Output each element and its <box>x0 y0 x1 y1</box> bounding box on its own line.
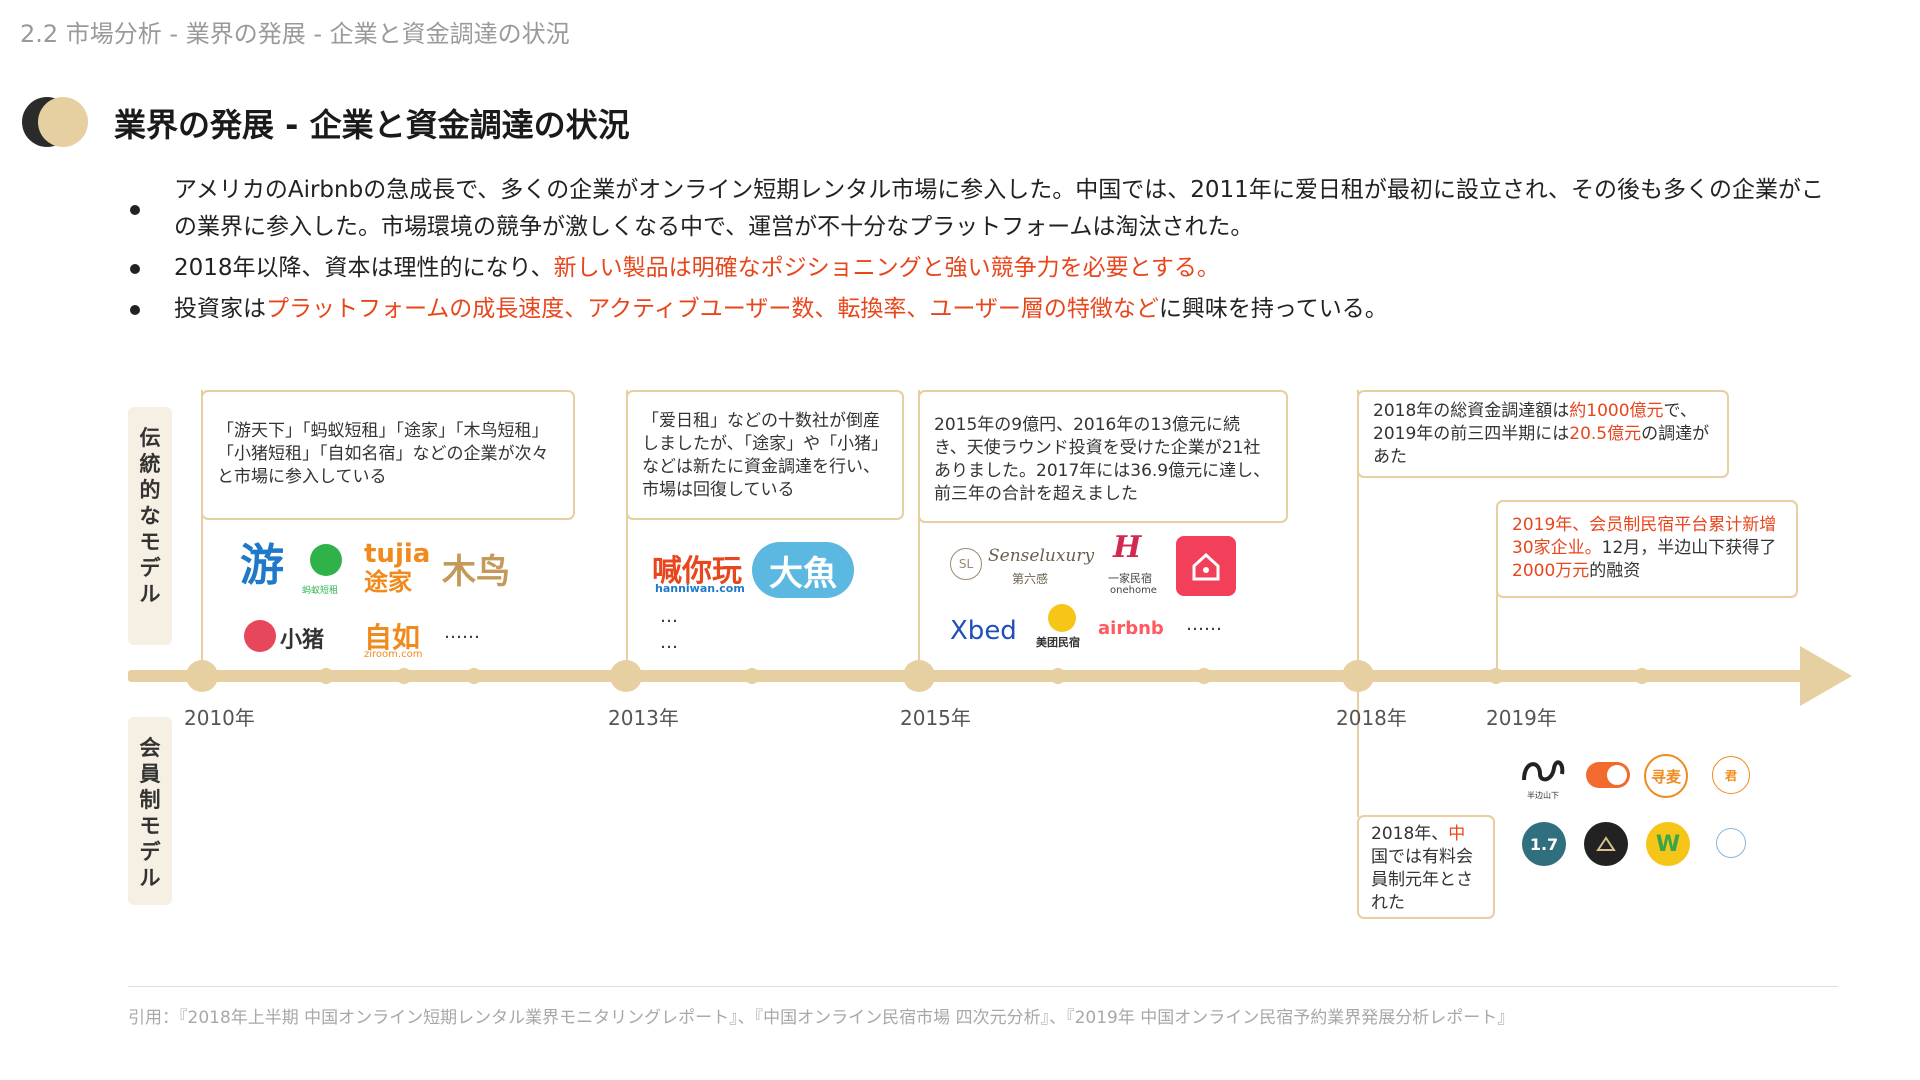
bullet-item: アメリカのAirbnbの急成長で、多くの企業がオンライン短期レンタル市場に参入し… <box>126 172 1826 246</box>
bullet-text: アメリカのAirbnbの急成長で、多くの企業がオンライン短期レンタル市場に参入し… <box>174 177 1825 240</box>
ziru-logo: 自如 <box>364 621 421 654</box>
ellipsis: …… <box>444 622 480 643</box>
footer-divider <box>128 986 1838 987</box>
hanniwan-logo: 喊你玩 <box>652 554 742 589</box>
xunmai-logo: 寻麦 <box>1644 754 1688 798</box>
box-2019: 2019年、会员制民宿平台累计新增30家企业。12月，半边山下获得了2000万元… <box>1496 500 1798 598</box>
bullet-item: 2018年以降、資本は理性的になり、新しい製品は明確なポジショニングと強い競争力… <box>126 250 1826 287</box>
bullet-item: 投資家はプラットフォームの成長速度、アクティブユーザー数、転換率、ユーザー層の特… <box>126 291 1826 328</box>
year-label-2010: 2010年 <box>184 706 255 730</box>
timeline-tick <box>1196 668 1212 684</box>
logo-1-7: 1.7 <box>1522 822 1566 866</box>
muniao-logo: 木鸟 <box>442 552 510 592</box>
meituan-logo-icon <box>1048 604 1076 632</box>
year-label-2019: 2019年 <box>1486 706 1557 730</box>
senseluxury-logo-text: Senseluxury <box>988 546 1095 566</box>
footer-citation: 引用：『2018年上半期 中国オンライン短期レンタル業界モニタリングレポート』、… <box>128 1008 1515 1028</box>
connector-line <box>201 390 203 670</box>
senseluxury-logo-sub: 第六感 <box>1012 572 1049 586</box>
onehome-logo-sub: onehome <box>1110 585 1157 596</box>
year-label-2018: 2018年 <box>1336 706 1407 730</box>
mayi-logo-text: 蚂蚁短租 <box>302 586 339 596</box>
box-2010: 「游天下」「蚂蚁短租」「途家」「木鸟短租」「小猪短租」「自如名宿」などの企業が次… <box>201 390 575 520</box>
timeline-milestone-2018 <box>1342 660 1374 692</box>
meituan-logo-text: 美团民宿 <box>1036 636 1080 649</box>
page-title: 業界の発展 - 企業と資金調達の状況 <box>114 106 630 144</box>
timeline-milestone-2015 <box>903 660 935 692</box>
youtianxia-logo: 游 <box>240 540 284 591</box>
connector-line <box>918 390 920 670</box>
box-2018-membership: 2018年、中国では有料会員制元年とされた <box>1357 815 1495 919</box>
hanniwan-logo-sub: hanniwan.com <box>655 582 745 595</box>
airbnb-logo: airbnb <box>1098 618 1164 639</box>
timeline-tick <box>318 668 334 684</box>
jun-logo: 君 <box>1712 756 1750 794</box>
box-2015: 2015年の9億円、2016年の13億元に続き、天使ラウンド投資を受けた企業が2… <box>918 390 1288 523</box>
ellipsis: … <box>660 632 678 653</box>
timeline-tick <box>744 668 760 684</box>
dayu-logo: 大魚 <box>752 542 854 598</box>
timeline-milestone-2013 <box>610 660 642 692</box>
timeline-tick <box>466 668 482 684</box>
connector-line <box>626 390 628 670</box>
side-label-traditional: 伝統的なモデル <box>128 407 172 645</box>
bullet-text: に興味を持っている。 <box>1158 296 1388 322</box>
breadcrumb: 2.2 市場分析 - 業界の発展 - 企業と資金調達の状況 <box>20 20 570 48</box>
xiaozhu-logo-text: 小猪 <box>280 628 325 653</box>
senseluxury-logo-icon: SL <box>950 548 982 580</box>
onehome-logo-text: 一家民宿 <box>1108 572 1152 585</box>
ellipsis: … <box>660 606 678 627</box>
bullet-highlight: プラットフォームの成長速度、アクティブユーザー数、転換率、ユーザー層の特徴など <box>266 296 1159 322</box>
ziru-logo-sub: ziroom.com <box>364 649 423 660</box>
tujia-logo-bottom: 途家 <box>364 568 412 596</box>
timeline-axis <box>128 670 1818 682</box>
dark-round-logo <box>1584 822 1628 866</box>
side-label-membership: 会員制モデル <box>128 717 172 905</box>
small-blue-logo <box>1716 828 1746 858</box>
w-logo: W <box>1646 822 1690 866</box>
bullet-text: 2018年以降、資本は理性的になり、 <box>174 255 554 281</box>
ellipsis: …… <box>1186 614 1222 635</box>
year-label-2015: 2015年 <box>900 706 971 730</box>
onehome-logo-mark: H <box>1113 530 1142 565</box>
toggle-logo <box>1586 762 1630 788</box>
xbed-logo: Xbed <box>950 616 1017 646</box>
connector-line <box>1496 560 1498 670</box>
box-2018-funding: 2018年の総資金調達額は約1000億元で、2019年の前三四半期には20.5億… <box>1357 390 1729 478</box>
timeline-tick <box>396 668 412 684</box>
box-2013: 「爱日租」などの十数社が倒産しましたが、「途家」や「小猪」などは新たに資金調達を… <box>626 390 904 520</box>
timeline-arrow <box>1800 646 1852 706</box>
connector-line <box>1357 682 1359 817</box>
tujia-logo-top: tujia <box>364 539 431 569</box>
bullet-highlight: 新しい製品は明確なポジショニングと強い競争力を必要とする。 <box>553 255 1220 281</box>
year-label-2013: 2013年 <box>608 706 679 730</box>
title-decoration-gold <box>38 97 88 147</box>
xiaozhu-logo-icon <box>244 620 276 652</box>
bullet-text: 投資家は <box>174 296 266 322</box>
timeline-tick <box>1050 668 1066 684</box>
timeline-tick <box>1634 668 1650 684</box>
timeline-milestone-2010 <box>186 660 218 692</box>
mayi-logo-icon <box>310 544 342 576</box>
connector-line <box>1357 390 1359 670</box>
home-app-icon <box>1176 536 1236 596</box>
banbianshanxia-logo: 半边山下 <box>1518 752 1568 802</box>
bullet-list: アメリカのAirbnbの急成長で、多くの企業がオンライン短期レンタル市場に参入し… <box>126 172 1826 332</box>
timeline-tick <box>1488 668 1504 684</box>
